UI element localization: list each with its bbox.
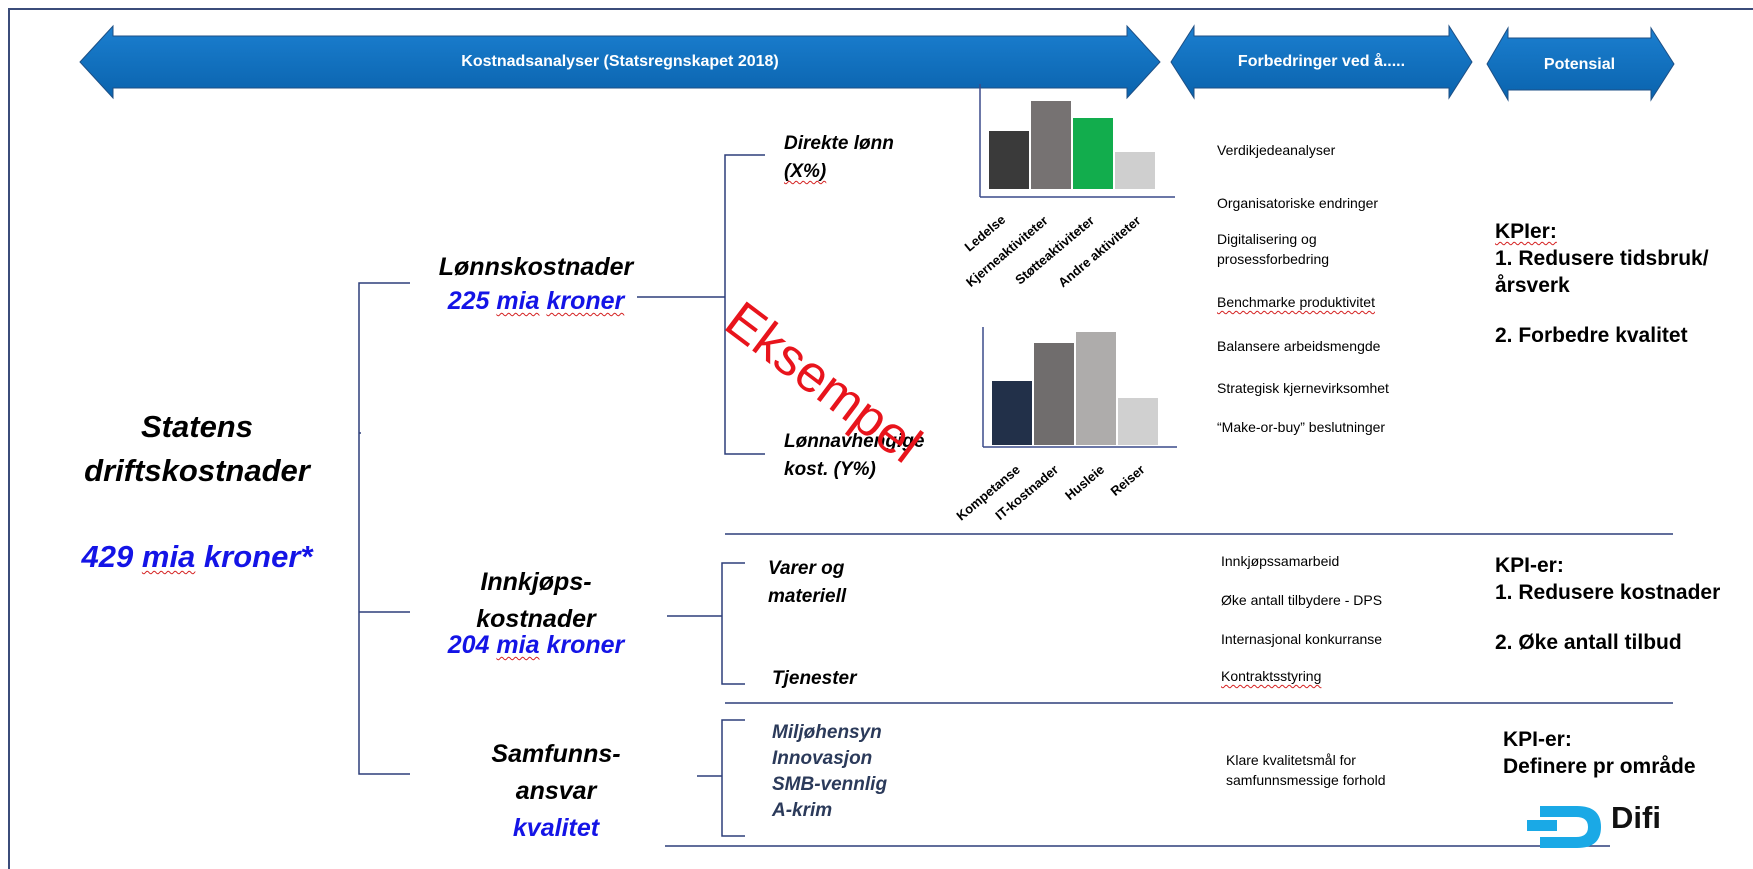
kpi-salary: KPIer: 1. Redusere tidsbruk/ årsverk 2. … — [1495, 220, 1709, 347]
improvement-item: Klare kvalitetsmål for samfunnsmessige f… — [1226, 752, 1386, 788]
improvement-item: Organisatoriske endringer — [1217, 195, 1379, 211]
chart-bar — [1031, 101, 1071, 189]
root-title-line2: driftskostnader — [84, 453, 310, 488]
improvement-item: Digitalisering og — [1217, 231, 1317, 247]
banner-cost-analysis: Kostnadsanalyser (Statsregnskapet 2018) — [461, 53, 779, 70]
root-amount: 429 mia kroner* — [81, 539, 313, 574]
improvement-item: Verdikjedeanalyser — [1217, 142, 1336, 158]
social-items-list: Miljøhensyn Innovasjon SMB-vennlig A-kri… — [772, 720, 887, 824]
social-item: SMB-vennlig — [772, 774, 888, 795]
procurement-goods-label: Varer og materiell — [768, 558, 847, 607]
difi-logo-icon — [1527, 806, 1601, 848]
improvement-item: Øke antall tilbydere - DPS — [1221, 592, 1383, 608]
social-item: Innovasjon — [772, 748, 873, 769]
chart-salary-dependent — [992, 332, 1158, 445]
improvement-item: “Make-or-buy” beslutninger — [1217, 419, 1386, 435]
chart-bar — [1115, 152, 1155, 189]
improvement-item: Balansere arbeidsmengde — [1217, 338, 1381, 354]
cost-analysis-arrow — [79, 24, 1161, 100]
procurement-title: Innkjøps- kostnader — [476, 568, 596, 633]
kpi-social: KPI-er: Definere pr område — [1503, 728, 1696, 778]
chart-axes — [979, 84, 1177, 448]
tree-connectors — [358, 154, 765, 837]
procurement-amount: 204 mia kroner — [447, 631, 625, 659]
social-title: Samfunns- ansvar kvalitet — [491, 740, 621, 842]
salary-dependent-label: Lønnavhengige kost. (Y%) — [784, 431, 925, 480]
difi-logo-text: Difi — [1611, 800, 1661, 835]
salary-amount: 225 mia kroner — [447, 287, 625, 315]
improvement-item: Kontraktsstyring — [1221, 668, 1322, 684]
root-title-line1: Statens — [141, 409, 253, 444]
improvement-item: Strategisk kjernevirksomhet — [1217, 380, 1389, 396]
chart-bar — [1073, 118, 1113, 189]
salary-title: Lønnskostnader — [438, 253, 634, 281]
chart-bar — [1118, 398, 1158, 445]
chart-bar — [992, 381, 1032, 445]
kpi-procurement: KPI-er: 1. Redusere kostnader 2. Øke ant… — [1495, 554, 1721, 654]
chart-direct-salary — [989, 101, 1155, 189]
slide-frame — [8, 8, 1753, 869]
improvement-item: Innkjøpssamarbeid — [1221, 553, 1340, 569]
social-item: A-krim — [772, 800, 833, 821]
chart-bar — [1076, 332, 1116, 445]
chart-bar — [989, 131, 1029, 189]
social-item: Miljøhensyn — [772, 722, 882, 743]
improvement-item: Benchmarke produktivitet — [1217, 294, 1375, 310]
potential-arrow — [1486, 26, 1675, 102]
salary-direct-label: Direkte lønn (X%) — [784, 133, 894, 182]
improvement-item: prosessforbedring — [1217, 251, 1330, 267]
banner-improvements: Forbedringer ved å..... — [1237, 53, 1406, 70]
banner-potential: Potensial — [1543, 56, 1616, 73]
root-title: Statens driftskostnader — [0, 405, 394, 493]
improvement-item: Internasjonal konkurranse — [1221, 631, 1383, 647]
improvements-arrow — [1170, 24, 1473, 100]
procurement-services-label: Tjenester — [772, 668, 857, 689]
chart-bar — [1034, 343, 1074, 445]
